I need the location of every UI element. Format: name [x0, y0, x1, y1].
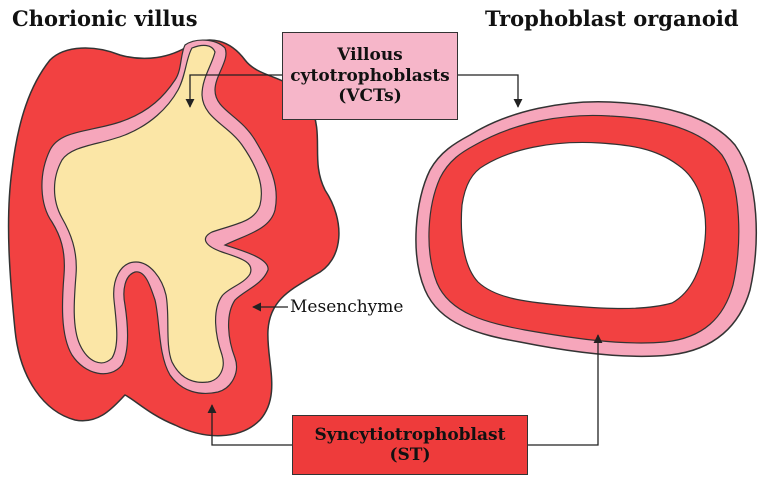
- vct-connector-right: [458, 74, 523, 108]
- mesenchyme-label: Mesenchyme: [290, 297, 404, 317]
- vct-connector-left: [185, 74, 282, 108]
- vct-label-line2: cytotrophoblasts: [290, 65, 450, 86]
- villus-mesenchyme-core: [53, 44, 262, 383]
- organoid-lumen: [460, 141, 707, 310]
- vct-label-line1: Villous: [337, 45, 403, 66]
- title-chorionic-villus: Chorionic villus: [12, 6, 198, 31]
- title-trophoblast-organoid: Trophoblast organoid: [485, 6, 739, 31]
- st-connector-left: [207, 404, 292, 446]
- st-label-line1: Syncytiotrophoblast: [314, 424, 506, 445]
- st-connector-right: [528, 334, 603, 446]
- vct-label-line3: (VCTs): [338, 86, 402, 107]
- st-label-line2: (ST): [389, 445, 431, 465]
- vct-label-box: Villous cytotrophoblasts (VCTs): [282, 32, 458, 120]
- st-label-box: Syncytiotrophoblast (ST): [292, 415, 528, 475]
